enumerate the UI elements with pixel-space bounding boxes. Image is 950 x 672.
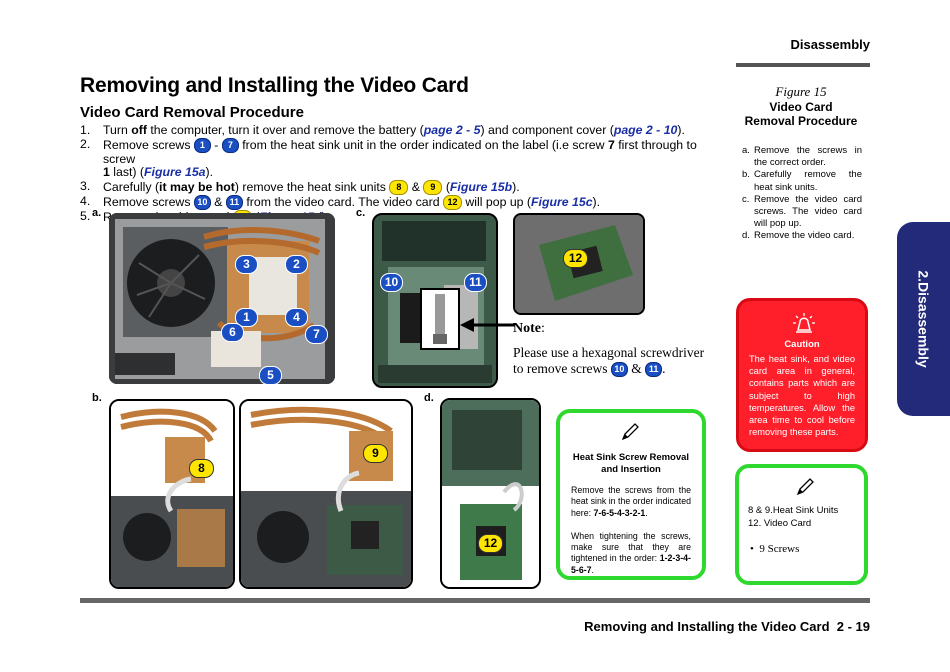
page-title: Removing and Installing the Video Card — [80, 74, 469, 97]
screw-badge: 11 — [225, 194, 243, 210]
hot-warning-icon — [793, 313, 815, 333]
figure-ref-link[interactable]: Figure 15a — [144, 165, 206, 180]
step-2: 2.Remove screws 1 - 7 from the heat sink… — [80, 136, 697, 180]
units-note-lines: 8 & 9.Heat Sink Units 12. Video Card — [748, 505, 839, 529]
screw-badge: 1 — [193, 137, 211, 153]
screw-callout-6: 6 — [221, 323, 244, 342]
heatsink-screw-note: Heat Sink Screw Removal and Insertion Re… — [556, 409, 706, 580]
screw-callout-5: 5 — [259, 366, 282, 384]
hex-screwdriver-inset — [420, 288, 460, 350]
figure-title-2: Removal Procedure — [744, 114, 858, 128]
screw-badge: 11 — [645, 362, 663, 377]
screw-badge: 10 — [610, 362, 628, 377]
figure-item-list: a.Remove the screws in the correct order… — [742, 145, 862, 243]
pencil-icon — [796, 478, 814, 496]
photo-label-a: a. — [92, 207, 102, 219]
screw-badge: 10 — [193, 194, 211, 210]
screw-badge: 7 — [221, 137, 239, 153]
heatsink-note-title: Heat Sink Screw Removal and Insertion — [572, 452, 690, 475]
chapter-tab[interactable] — [897, 222, 950, 416]
screw-callout-7: 7 — [305, 325, 328, 344]
screw-callout-4: 4 — [285, 308, 308, 327]
caution-text: The heat sink, and video card area in ge… — [749, 354, 855, 438]
photo-heatsink-screws: 3 2 1 4 6 7 5 — [109, 213, 335, 384]
figure-title-1: Video Card — [769, 100, 833, 114]
unit-callout-8: 8 — [189, 459, 214, 478]
step-3: 3.Carefully (it may be hot) remove the h… — [80, 178, 520, 195]
figure-item: a.Remove the screws in the correct order… — [742, 145, 862, 169]
figure-ref-link[interactable]: Figure 15b — [449, 179, 513, 194]
page-footer: Removing and Installing the Video Card 2… — [584, 619, 870, 634]
chapter-tab-label: 2.Disassembly — [915, 270, 932, 368]
note-label: Note: — [513, 321, 545, 336]
photo-label-b: b. — [92, 392, 102, 404]
figure-item: b.Carefully remove the heat sink units. — [742, 169, 862, 193]
caution-title: Caution — [784, 339, 820, 350]
arrow-icon — [460, 318, 515, 332]
figure-ref-link[interactable]: Figure 15c — [531, 194, 593, 209]
photo-videocard-popup: 12 — [513, 213, 645, 315]
photo-label-c: c. — [356, 207, 366, 219]
page-ref-link[interactable]: page 2 - 10 — [613, 123, 678, 137]
caution-box: Caution The heat sink, and video card ar… — [736, 298, 868, 452]
screw-callout-10: 10 — [380, 273, 403, 292]
figure-item: c.Remove the video card screws. The vide… — [742, 193, 862, 230]
section-header: Disassembly — [790, 37, 871, 52]
figure-caption: Figure 15 Video Card Removal Procedure — [740, 84, 862, 128]
unit-badge: 9 — [423, 179, 443, 195]
pencil-icon — [621, 423, 639, 441]
unit-badge: 8 — [389, 179, 409, 195]
step-1: 1.Turn off the computer, turn it over an… — [80, 123, 685, 137]
units-note-screws: • 9 Screws — [750, 543, 800, 555]
footer-rule — [80, 598, 870, 603]
photo-heatsink-removal-9: 9 — [239, 399, 413, 589]
page-ref-link[interactable]: page 2 - 5 — [423, 123, 481, 137]
header-rule — [736, 63, 870, 67]
procedure-subtitle: Video Card Removal Procedure — [80, 104, 304, 121]
heatsink-note-body: Remove the screws from the heat sink in … — [571, 485, 691, 575]
units-note: 8 & 9.Heat Sink Units 12. Video Card • 9… — [735, 464, 868, 585]
unit-callout-12-d: 12 — [478, 534, 503, 553]
screw-callout-3: 3 — [235, 255, 258, 274]
figure-number: Figure 15 — [775, 84, 827, 99]
photo-heatsink-removal-8: 8 — [109, 399, 235, 589]
unit-badge: 12 — [442, 194, 462, 210]
screw-callout-1: 1 — [235, 308, 258, 327]
step-4: 4.Remove screws 10 & 11 from the video c… — [80, 193, 601, 210]
figure-item: d.Remove the video card. — [742, 230, 855, 242]
screw-callout-11: 11 — [464, 273, 487, 292]
photo-label-d: d. — [424, 392, 434, 404]
screw-callout-2: 2 — [285, 255, 308, 274]
unit-callout-12: 12 — [563, 249, 588, 268]
procedure-steps: 1.Turn off the computer, turn it over an… — [80, 123, 730, 225]
heatsink-illustration — [109, 213, 335, 384]
photo-videocard-removal: 12 — [440, 398, 541, 589]
unit-callout-9: 9 — [363, 444, 388, 463]
